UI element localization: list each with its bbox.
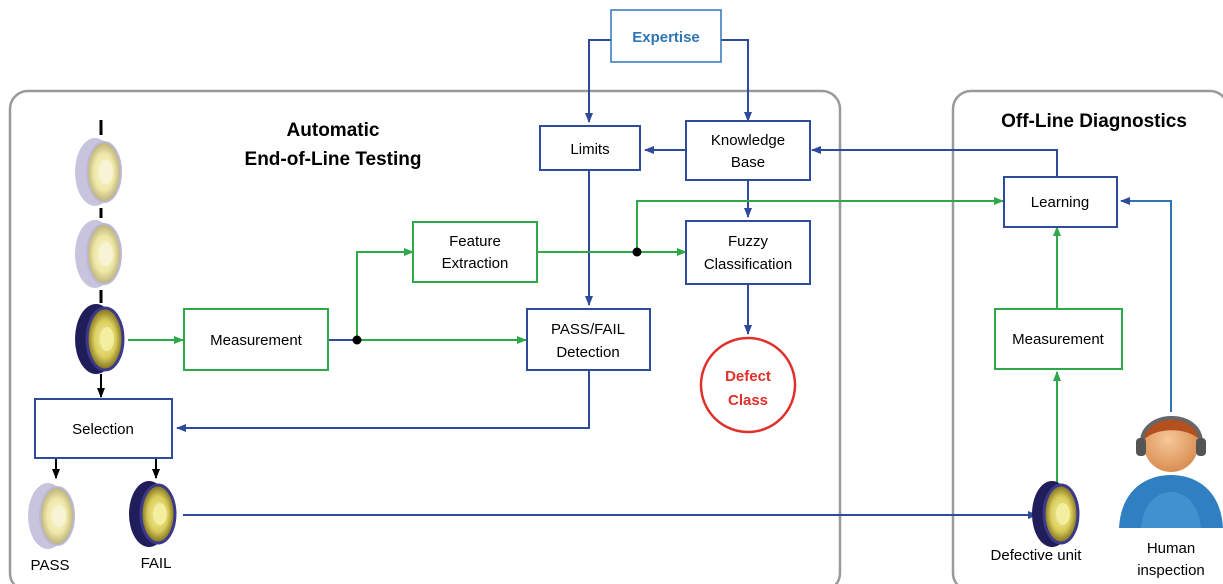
speaker-icon	[75, 304, 125, 374]
fail-label: FAIL	[141, 555, 172, 572]
arrow-learning-knowledge	[811, 146, 1058, 177]
pass-label: PASS	[31, 557, 70, 574]
pass-fail-label-line1: PASS/FAIL	[551, 321, 625, 338]
arrow-expertise-knowledge	[721, 39, 752, 122]
learning-box: Learning	[1003, 176, 1118, 228]
human-inspection-label-line1: Human	[1147, 540, 1195, 557]
automatic-title-line1: Automatic	[287, 120, 380, 141]
defect-class-label-line2: Class	[728, 392, 768, 409]
arrow-passfail-selection	[176, 370, 590, 432]
pass-fail-detection-box: PASS/FAIL Detection	[526, 308, 651, 371]
automatic-title-line2: End-of-Line Testing	[245, 149, 422, 170]
pass-speaker-icon	[28, 483, 75, 549]
knowledge-base-label-line2: Base	[731, 154, 765, 171]
offline-title: Off-Line Diagnostics	[1001, 111, 1187, 132]
junction-dot	[632, 247, 642, 257]
defect-class-node: Defect Class	[699, 336, 797, 434]
feature-extraction-label-line2: Extraction	[442, 255, 509, 272]
defective-unit-speaker-icon	[1032, 481, 1080, 547]
arrow-junction-learning	[636, 197, 1004, 252]
defect-class-label-line1: Defect	[725, 368, 771, 385]
measurement-right-label: Measurement	[1012, 331, 1105, 348]
arrow-junction-feature	[356, 248, 414, 340]
fail-speaker-icon	[129, 481, 177, 547]
fuzzy-classification-box: Fuzzy Classification	[685, 220, 811, 285]
human-inspection-label-line2: inspection	[1137, 562, 1205, 579]
limits-box: Limits	[539, 125, 641, 171]
selection-box: Selection	[34, 398, 173, 459]
arrow-expertise-limits	[585, 39, 611, 123]
arrow-human-learning	[1120, 197, 1172, 412]
fuzzy-classification-label-line1: Fuzzy	[728, 233, 769, 250]
defective-unit-label: Defective unit	[991, 547, 1083, 564]
expertise-box: Expertise	[610, 9, 722, 63]
junction-dot	[352, 335, 362, 345]
offline-diagnostics-panel	[951, 89, 1223, 584]
measurement-left-box: Measurement	[183, 308, 329, 371]
limits-label: Limits	[570, 141, 609, 158]
feature-extraction-label-line1: Feature	[449, 233, 501, 250]
knowledge-base-label-line1: Knowledge	[711, 132, 785, 149]
expertise-label: Expertise	[632, 29, 700, 46]
fuzzy-classification-label-line2: Classification	[704, 256, 792, 273]
automatic-testing-panel	[8, 89, 842, 584]
pass-fail-label-line2: Detection	[556, 344, 619, 361]
selection-label: Selection	[72, 421, 134, 438]
measurement-right-box: Measurement	[994, 308, 1123, 370]
speaker-icon	[75, 138, 122, 206]
human-inspector-icon	[1119, 416, 1223, 528]
learning-label: Learning	[1031, 194, 1089, 211]
feature-extraction-box: Feature Extraction	[412, 221, 538, 283]
measurement-left-label: Measurement	[210, 332, 303, 349]
speaker-icon	[75, 220, 122, 288]
knowledge-base-box: Knowledge Base	[685, 120, 811, 181]
